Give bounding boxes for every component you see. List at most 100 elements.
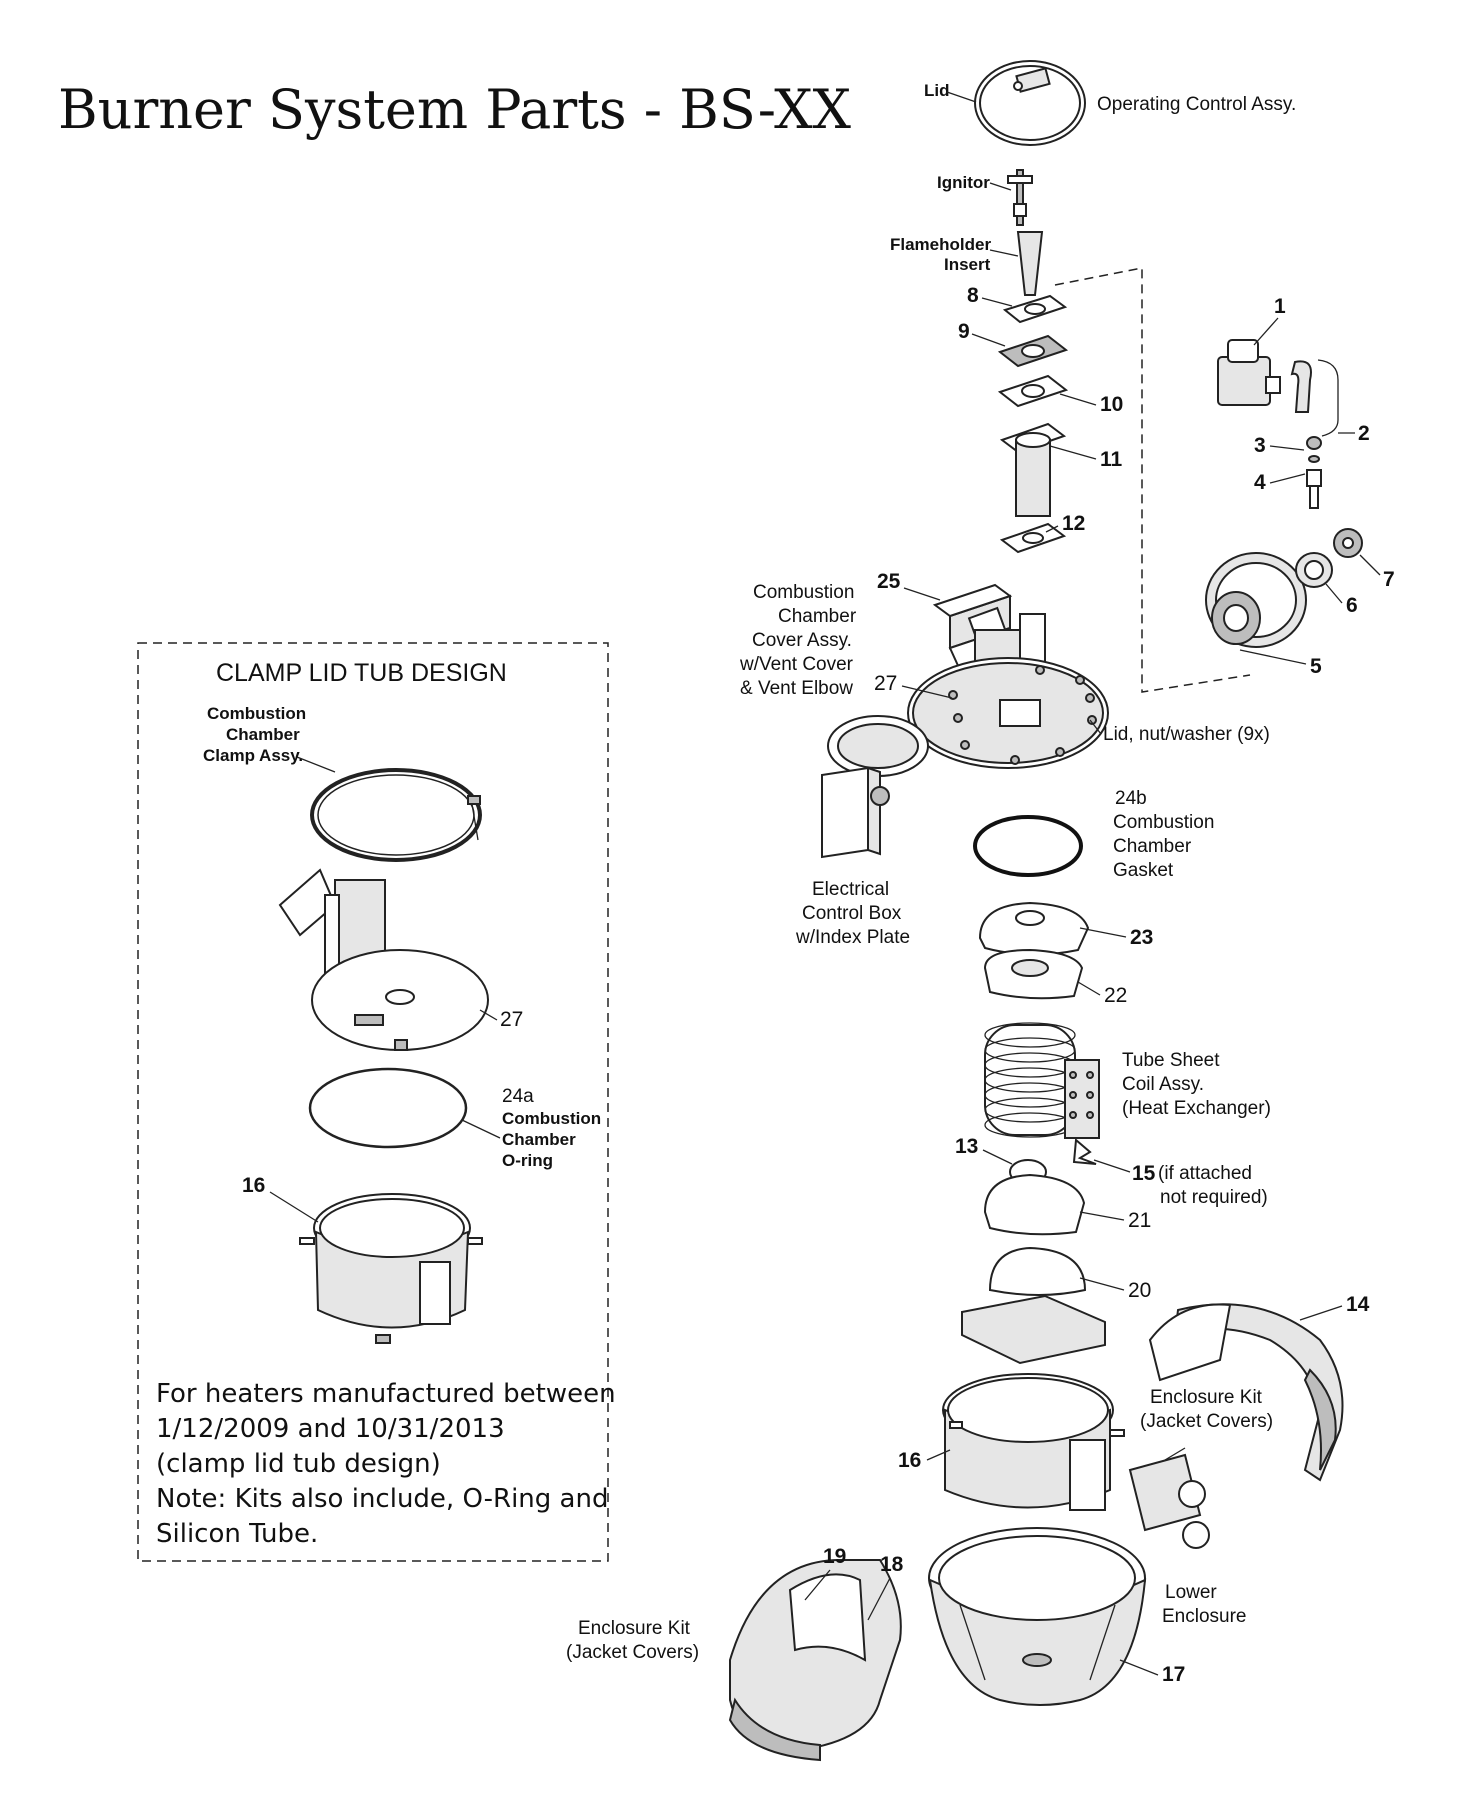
- clamp-num-16: 16: [242, 1174, 265, 1197]
- num-16: 16: [898, 1449, 921, 1472]
- tube-11: [999, 422, 1067, 517]
- gasket-24b: [973, 815, 1083, 877]
- gasket-24b-label-3: Chamber: [1113, 836, 1192, 857]
- num-7: 7: [1383, 568, 1395, 591]
- flameholder-insert-part: [1016, 231, 1044, 296]
- electrical-label-2: Control Box: [802, 903, 902, 924]
- heat-exchanger-coil: [984, 1022, 1100, 1139]
- enclosure-kit-right: [1148, 1303, 1344, 1482]
- cover-label-5: & Vent Elbow: [740, 678, 853, 699]
- baffle-22: [983, 948, 1084, 1000]
- electrical-label-3: w/Index Plate: [795, 927, 910, 948]
- cover-label-1: Combustion: [753, 582, 854, 603]
- note-line-3: (clamp lid tub design): [156, 1449, 441, 1479]
- note-line-4: Note: Kits also include, O-Ring and: [156, 1484, 608, 1514]
- orifice-6: [1295, 552, 1333, 588]
- num-17: 17: [1162, 1663, 1185, 1686]
- lower-enclosure-label-1: Lower: [1165, 1582, 1217, 1603]
- num-8: 8: [967, 284, 979, 307]
- gasket-24b-label-1: 24b: [1115, 788, 1147, 809]
- combustion-lid: [907, 657, 1109, 769]
- gasket-8: [1002, 294, 1068, 324]
- baffle-21: [983, 1173, 1086, 1236]
- clamp-assy-label-1: Combustion: [207, 704, 306, 723]
- cover-label-4: w/Vent Cover: [739, 654, 854, 675]
- clamp-num-27: 27: [500, 1008, 523, 1031]
- num-22: 22: [1104, 984, 1127, 1007]
- num-19: 19: [823, 1545, 846, 1568]
- tube-sheet-label-2: Coil Assy.: [1122, 1074, 1204, 1095]
- clamp-lid-assy: [278, 868, 489, 1051]
- enclosure-left-label-2: (Jacket Covers): [566, 1642, 699, 1663]
- note-line-1: For heaters manufactured between: [156, 1379, 616, 1409]
- num-14: 14: [1346, 1293, 1370, 1316]
- cover-label-3: Cover Assy.: [752, 630, 852, 651]
- num-18: 18: [880, 1553, 904, 1576]
- if-attached-1: (if attached: [1158, 1163, 1252, 1184]
- oring-label-1: Combustion: [502, 1109, 601, 1128]
- enclosure-right-label-2: (Jacket Covers): [1140, 1411, 1273, 1432]
- num-25: 25: [877, 570, 901, 593]
- flameholder-label-2: Insert: [944, 255, 991, 274]
- oring-24a: [308, 1067, 468, 1149]
- clamp-assy-label-3: Clamp Assy.: [203, 746, 303, 765]
- num-1: 1: [1274, 295, 1286, 318]
- if-attached-2: not required): [1160, 1187, 1268, 1208]
- enclosure-right-label-1: Enclosure Kit: [1150, 1387, 1263, 1408]
- operating-control-label: Operating Control Assy.: [1097, 94, 1296, 115]
- oring-label-2: Chamber: [502, 1130, 576, 1149]
- num-9: 9: [958, 320, 970, 343]
- gasket-24b-label-2: Combustion: [1113, 812, 1214, 833]
- plate-9: [997, 334, 1069, 368]
- num-2: 2: [1358, 422, 1370, 445]
- flameholder-label-1: Flameholder: [890, 235, 991, 254]
- num-21: 21: [1128, 1209, 1151, 1232]
- cover-label-2: Chamber: [778, 606, 857, 627]
- num-4: 4: [1254, 471, 1266, 494]
- gasket-24b-label-4: Gasket: [1113, 860, 1174, 881]
- electrical-control-box: [821, 715, 929, 859]
- ignitor-label: Ignitor: [937, 173, 990, 192]
- lid-label: Lid: [924, 81, 950, 100]
- page-title: Burner System Parts - BS-XX: [58, 78, 852, 141]
- gas-valve-1: [1217, 339, 1281, 406]
- oring-label-3: O-ring: [502, 1151, 553, 1170]
- oring-num: 24a: [502, 1086, 534, 1107]
- clamp-tub-16: [299, 1193, 483, 1344]
- num-13: 13: [955, 1135, 978, 1158]
- lower-enclosure-label-2: Enclosure: [1162, 1606, 1247, 1627]
- num-10: 10: [1100, 393, 1123, 416]
- lid-nut-label: Lid, nut/washer (9x): [1103, 724, 1270, 745]
- tube-sheet-label-3: (Heat Exchanger): [1122, 1098, 1271, 1119]
- enclosure-kit-left: [728, 1559, 902, 1762]
- num-3: 3: [1254, 434, 1266, 457]
- burner-20: [961, 1246, 1106, 1365]
- lower-enclosure-17: [928, 1527, 1147, 1706]
- note-line-5: Silicon Tube.: [156, 1519, 318, 1549]
- num-5: 5: [1310, 655, 1322, 678]
- num-15: 15: [1132, 1162, 1156, 1185]
- gasket-10: [997, 374, 1069, 408]
- num-11: 11: [1100, 448, 1123, 471]
- enclosure-left-label-1: Enclosure Kit: [578, 1618, 691, 1639]
- clamp-assy-label-2: Chamber: [226, 725, 300, 744]
- electrical-label-1: Electrical: [812, 879, 889, 900]
- part-15: [1072, 1137, 1097, 1165]
- num-27: 27: [874, 672, 897, 695]
- num-12: 12: [1062, 512, 1085, 535]
- screen-7: [1333, 528, 1363, 558]
- baffle-23: [978, 901, 1090, 956]
- ignitor-part: [1007, 169, 1033, 226]
- clamp-box-title: CLAMP LID TUB DESIGN: [216, 659, 507, 687]
- lid-part: [974, 60, 1086, 146]
- tube-sheet-label-1: Tube Sheet: [1122, 1050, 1220, 1071]
- num-6: 6: [1346, 594, 1358, 617]
- blower-5: [1205, 552, 1307, 648]
- clamp-ring: [310, 768, 482, 862]
- water-header: [1128, 1447, 1210, 1549]
- num-23: 23: [1130, 926, 1153, 949]
- clamp-design-box: [137, 642, 609, 1562]
- note-line-2: 1/12/2009 and 10/31/2013: [156, 1414, 505, 1444]
- tub-16: [942, 1373, 1125, 1511]
